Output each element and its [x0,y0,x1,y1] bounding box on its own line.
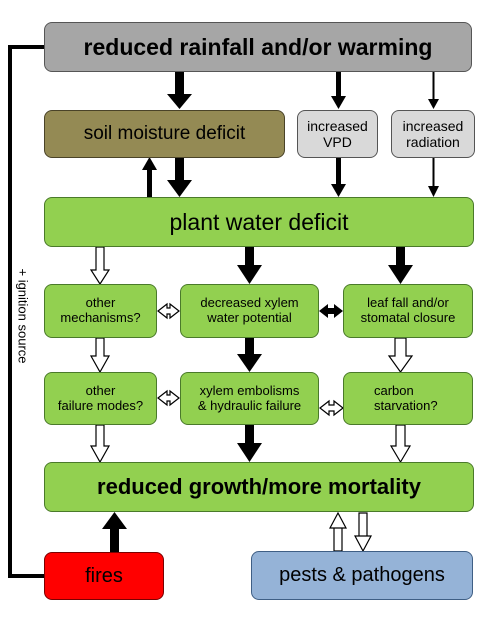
node-soil-moisture-deficit-label: soil moisture deficit [83,123,246,145]
arrow-mortality-to-pests [354,512,372,553]
arrow-soil-to-plant [167,158,192,197]
arrow-radiation-to-plant [428,158,439,197]
arrow-embolism-carbon [319,399,344,417]
arrow-rainfall-to-radiation [428,72,439,109]
node-other-mechanisms: other mechanisms? [44,284,157,338]
node-increased-vpd-line2: VPD [323,134,352,150]
node-reduced-growth-mortality-label: reduced growth/more mortality [97,474,421,500]
arrow-other-failure-embolism [157,389,180,407]
arrow-other-failure-to-mortality [89,424,111,464]
arrow-vpd-to-plant [331,158,346,197]
node-increased-radiation: increased radiation [391,110,475,158]
arrow-plant-to-soil [142,157,157,198]
node-fires-label: fires [85,564,123,587]
node-other-mechanisms-line1: other [85,295,116,311]
node-decreased-xylem-line2: water potential [207,310,292,325]
node-fires: fires [44,552,164,600]
node-pests-pathogens: pests & pathogens [251,551,473,600]
node-reduced-rainfall: reduced rainfall and/or warming [44,22,472,72]
node-reduced-growth-mortality: reduced growth/more mortality [44,462,474,512]
node-carbon-starvation-line1: carbon [374,382,414,398]
node-plant-water-deficit-label: plant water deficit [169,208,349,235]
arrow-leaf-fall-to-carbon [387,337,414,374]
node-other-failure-modes: other failure modes? [44,372,157,425]
node-xylem-embolisms-line1: xylem embolisms [199,382,300,398]
arrow-plant-to-leaf-fall [388,247,413,284]
arrow-pests-to-mortality [329,511,347,552]
node-other-mechanisms-line2: mechanisms? [60,310,141,325]
node-plant-water-deficit: plant water deficit [44,197,474,247]
node-increased-radiation-line2: radiation [406,134,460,150]
ignition-loop-line [8,45,46,578]
arrow-other-mech-xylem-wp [157,302,180,320]
arrow-embolism-to-mortality [237,425,262,462]
node-reduced-rainfall-label: reduced rainfall and/or warming [83,33,433,60]
arrow-xylem-wp-leaf-fall [319,304,343,318]
node-increased-vpd: increased VPD [297,110,378,158]
node-increased-radiation-line1: increased [402,117,464,134]
node-carbon-starvation: carbon starvation? [343,372,473,425]
arrow-rainfall-to-vpd [331,72,346,109]
node-pests-pathogens-label: pests & pathogens [279,564,445,586]
node-xylem-embolisms-line2: & hydraulic failure [197,397,302,413]
arrow-plant-to-other-mechanisms [89,246,111,286]
arrow-carbon-to-mortality [389,424,412,464]
node-carbon-starvation-line2: starvation? [374,397,438,413]
node-increased-vpd-line1: increased [307,117,368,134]
arrow-plant-to-xylem-wp [237,247,262,284]
node-xylem-embolisms: xylem embolisms & hydraulic failure [180,372,319,425]
node-leaf-fall-line1: leaf fall and/or [367,295,449,311]
node-soil-moisture-deficit: soil moisture deficit [44,110,285,158]
arrow-fires-to-mortality [102,512,127,552]
node-decreased-xylem-water-potential: decreased xylem water potential [180,284,319,338]
arrow-other-mech-to-other-failure [89,337,111,374]
node-leaf-fall-line2: stomatal closure [360,310,456,325]
node-other-failure-line2: failure modes? [57,397,144,413]
arrow-rainfall-to-soil [167,72,192,109]
ignition-source-text: + ignition source [15,268,31,364]
node-leaf-fall-stomatal-closure: leaf fall and/or stomatal closure [343,284,473,338]
node-other-failure-line1: other [85,382,116,398]
arrow-xylem-wp-to-embolism [237,338,262,372]
node-decreased-xylem-line1: decreased xylem [200,295,299,311]
